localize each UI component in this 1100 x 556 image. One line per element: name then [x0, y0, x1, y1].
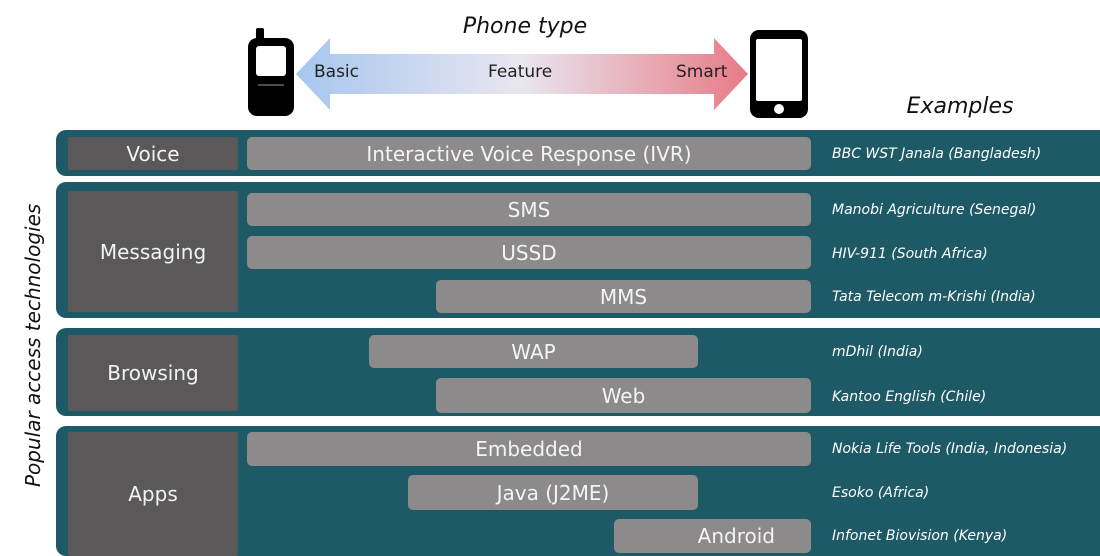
y-axis-label: Popular access technologies — [21, 203, 45, 487]
arrow-label-smart: Smart — [676, 62, 728, 82]
example-java: Esoko (Africa) — [832, 485, 930, 501]
phone-type-arrow — [296, 38, 748, 110]
example-ivr: BBC WST Janala (Bangladesh) — [832, 146, 1042, 162]
category-voice: Voice — [68, 137, 238, 170]
tech-bar-android: Android — [614, 519, 811, 553]
tech-bar-ussd: USSD — [247, 236, 811, 269]
arrow-label-feature: Feature — [488, 62, 553, 82]
examples-title: Examples — [906, 94, 1014, 119]
tech-bar-sms: SMS — [247, 193, 811, 226]
basic-phone-icon — [248, 28, 294, 116]
tech-bar-embedded: Embedded — [247, 432, 811, 466]
smartphone-icon — [750, 30, 808, 118]
example-sms: Manobi Agriculture (Senegal) — [832, 202, 1037, 218]
tech-bar-java: Java (J2ME) — [408, 475, 698, 510]
category-apps: Apps — [68, 432, 238, 556]
example-embedded: Nokia Life Tools (India, Indonesia) — [832, 441, 1068, 457]
example-android: Infonet Biovision (Kenya) — [832, 528, 1008, 544]
tech-bar-wap: WAP — [369, 335, 698, 368]
tech-bar-mms: MMS — [436, 280, 811, 313]
arrow-label-basic: Basic — [314, 62, 360, 82]
category-browsing: Browsing — [68, 335, 238, 411]
example-mms: Tata Telecom m-Krishi (India) — [832, 289, 1036, 305]
example-web: Kantoo English (Chile) — [832, 389, 987, 405]
phone-type-title: Phone type — [462, 14, 588, 39]
example-ussd: HIV-911 (South Africa) — [832, 246, 988, 262]
example-wap: mDhil (India) — [832, 344, 923, 360]
tech-bar-web: Web — [436, 378, 811, 413]
tech-bar-ivr: Interactive Voice Response (IVR) — [247, 137, 811, 170]
category-messaging: Messaging — [68, 191, 238, 312]
